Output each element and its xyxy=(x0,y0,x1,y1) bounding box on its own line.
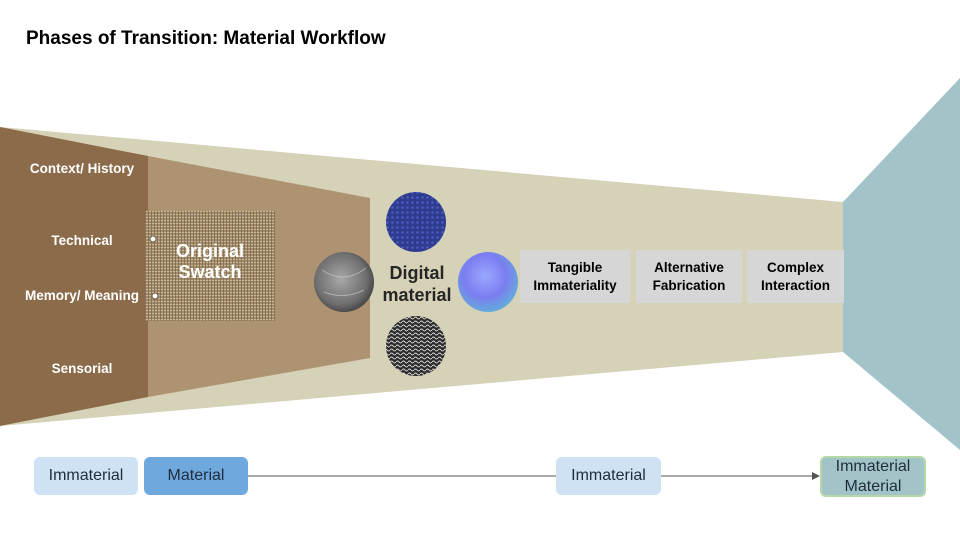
bullet-dot xyxy=(151,292,159,300)
blue-texture-sphere xyxy=(386,192,446,252)
label-context-history: Context/ History xyxy=(29,161,135,176)
page-title: Phases of Transition: Material Workflow xyxy=(26,28,386,49)
bullet-dot xyxy=(149,235,157,243)
timeline-material: Material xyxy=(144,457,248,495)
teal-shape xyxy=(843,78,960,450)
timeline-immaterial-2: Immaterial xyxy=(556,457,661,495)
original-swatch-image xyxy=(145,211,275,321)
gray-texture-sphere xyxy=(314,252,374,312)
label-technical: Technical xyxy=(51,233,113,248)
timeline-immaterial-1: Immaterial xyxy=(34,457,138,495)
dark-brown-trapezoid xyxy=(0,127,148,426)
stage-box-complex-interaction: Complex Interaction xyxy=(747,250,844,303)
timeline-immaterial-material: Immaterial Material xyxy=(820,456,926,497)
original-swatch-label: Original Swatch xyxy=(175,241,244,282)
digital-material-label: Digital material xyxy=(382,263,452,305)
stage-box-alternative-fabrication: Alternative Fabrication xyxy=(636,250,742,303)
normal-map-sphere xyxy=(458,252,518,312)
arrow-head-icon xyxy=(812,472,820,480)
stage-box-tangible-immateriality: Tangible Immateriality xyxy=(520,250,630,303)
label-sensorial: Sensorial xyxy=(51,361,113,376)
bw-texture-sphere xyxy=(386,316,446,376)
label-memory-meaning: Memory/ Meaning xyxy=(24,288,140,303)
